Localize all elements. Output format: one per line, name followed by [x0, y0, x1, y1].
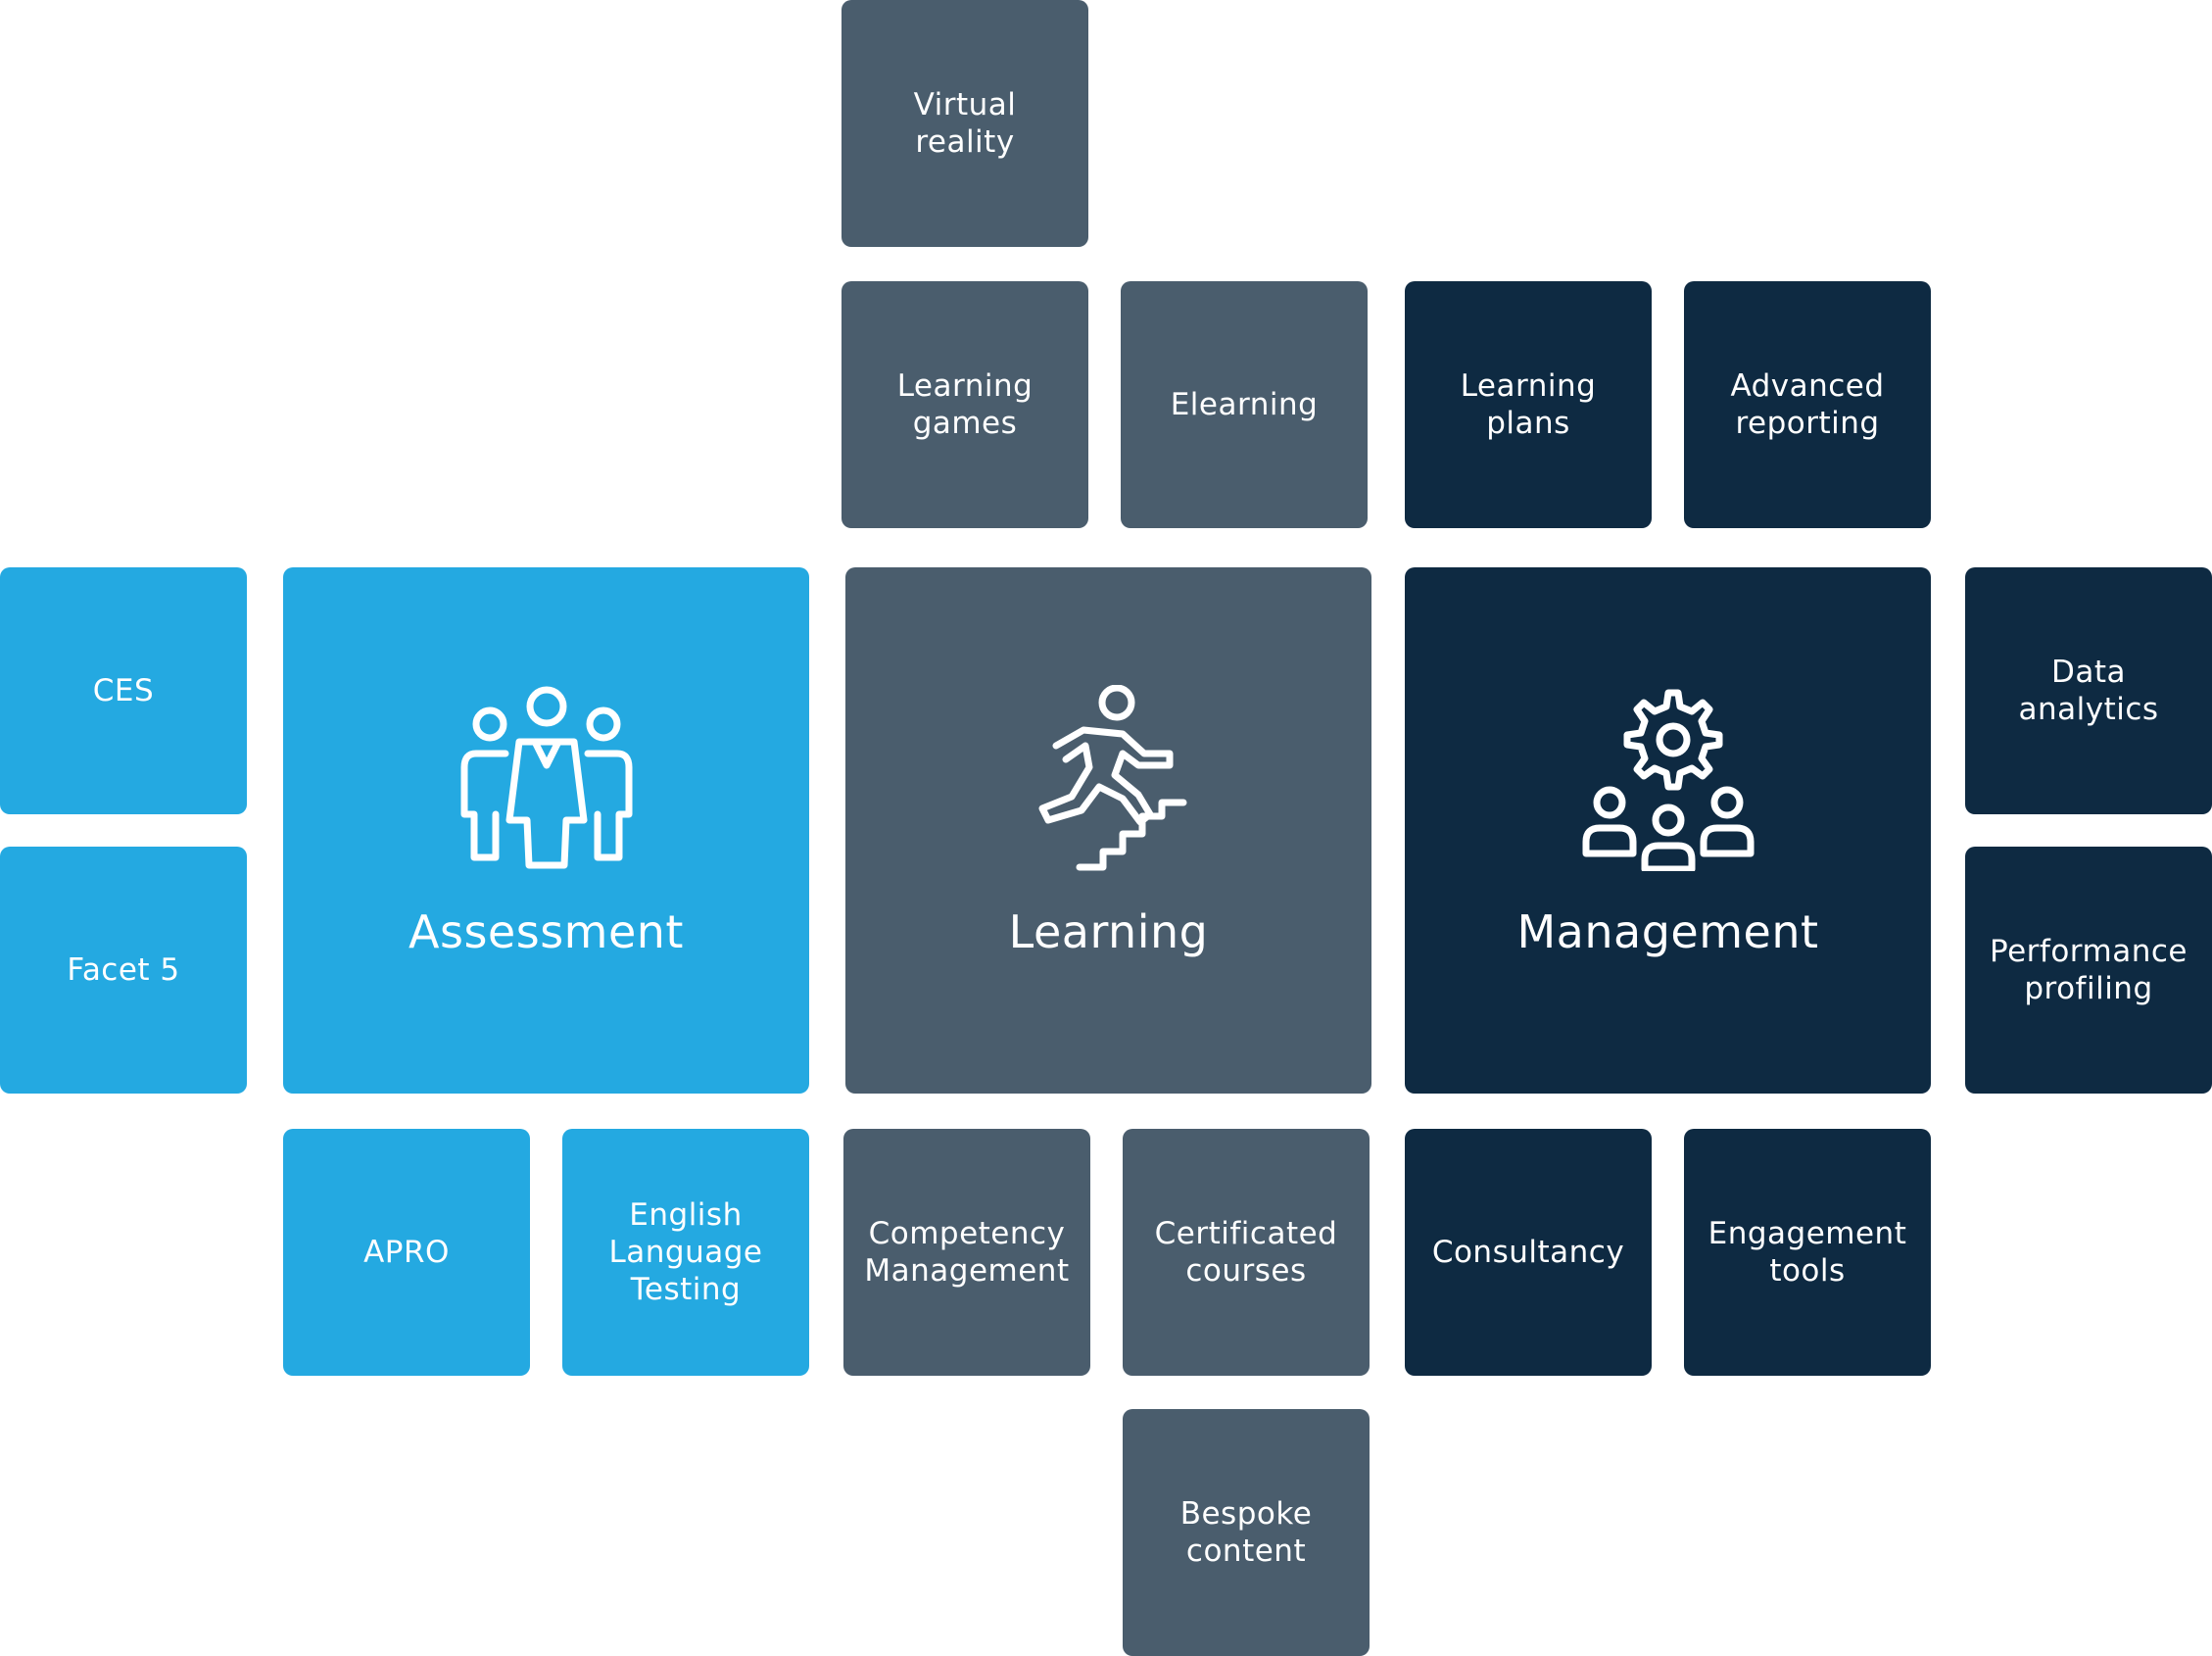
tile-facet5: Facet 5: [0, 847, 247, 1094]
tile-learning-plans: Learning plans: [1405, 281, 1652, 528]
tile-performance-profiling: Performance profiling: [1965, 847, 2212, 1094]
tile-label: Consultancy: [1431, 1235, 1625, 1270]
tile-label: Data analytics: [2018, 655, 2159, 727]
person-climbing-stairs-icon: [1038, 685, 1186, 871]
tile-label: APRO: [363, 1235, 450, 1270]
main-tile-learning: Learning: [845, 567, 1371, 1094]
tile-consultancy: Consultancy: [1405, 1129, 1652, 1376]
main-tile-label: Management: [1516, 905, 1819, 958]
tile-english-language-testing: English Language Testing: [562, 1129, 809, 1376]
tile-certificated-courses: Certificated courses: [1123, 1129, 1370, 1376]
tile-learning-games: Learning games: [842, 281, 1088, 528]
tile-engagement-tools: Engagement tools: [1684, 1129, 1931, 1376]
tile-competency-management: Competency Management: [843, 1129, 1090, 1376]
tile-label: Engagement tools: [1707, 1216, 1907, 1289]
tile-data-analytics: Data analytics: [1965, 567, 2212, 814]
tile-advanced-reporting: Advanced reporting: [1684, 281, 1931, 528]
main-tile-label: Assessment: [409, 905, 684, 958]
tile-label: Virtual reality: [913, 87, 1017, 160]
tile-apro: APRO: [283, 1129, 530, 1376]
team-gear-icon: [1582, 689, 1754, 871]
tile-virtual-reality: Virtual reality: [842, 0, 1088, 247]
main-tile-label: Learning: [1008, 905, 1209, 958]
main-tile-management: Management: [1405, 567, 1931, 1094]
tile-label: Bespoke content: [1179, 1496, 1313, 1569]
tile-label: Performance profiling: [1990, 934, 2188, 1006]
tile-label: Facet 5: [67, 952, 180, 988]
tile-label: Competency Management: [864, 1216, 1070, 1289]
tile-label: Advanced reporting: [1730, 368, 1885, 441]
tile-label: CES: [92, 673, 155, 708]
main-tile-assessment: Assessment: [283, 567, 809, 1094]
tile-elearning: Elearning: [1121, 281, 1368, 528]
tile-label: Certificated courses: [1154, 1216, 1338, 1289]
tile-label: Learning plans: [1460, 368, 1597, 441]
tile-ces: CES: [0, 567, 247, 814]
people-group-icon: [460, 686, 632, 869]
tile-bespoke-content: Bespoke content: [1123, 1409, 1370, 1656]
tile-label: Learning games: [896, 368, 1034, 441]
tile-label: Elearning: [1170, 387, 1319, 422]
tile-label: English Language Testing: [608, 1197, 763, 1307]
